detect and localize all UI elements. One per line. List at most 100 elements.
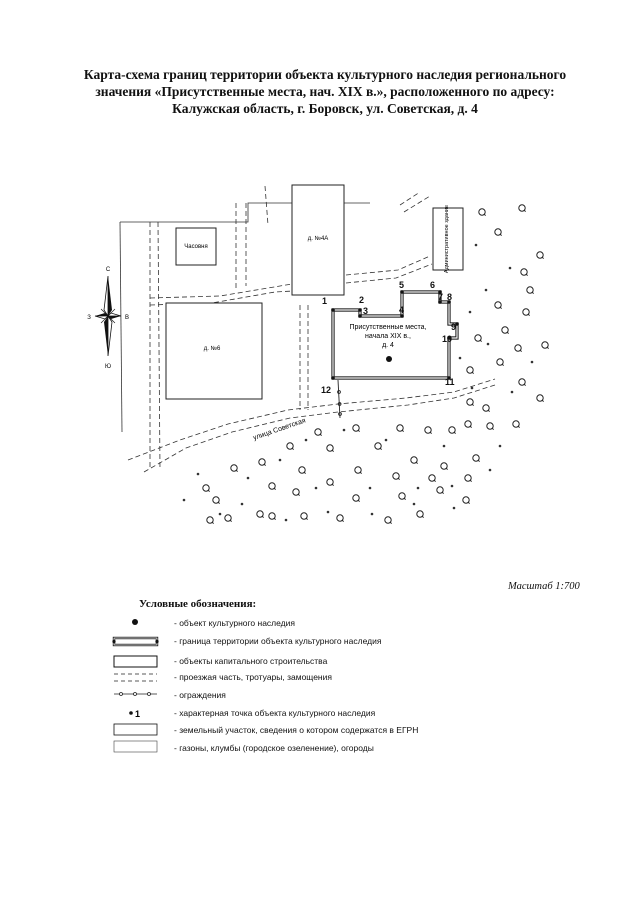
tree-symbol: [268, 512, 277, 521]
tree-symbol: [336, 514, 345, 523]
tree-symbol: [268, 482, 277, 491]
shrub-dot: [314, 486, 318, 490]
building-administrative: Административное здание: [432, 205, 464, 273]
tree-symbol: [466, 398, 475, 407]
tree-symbol: [518, 378, 527, 387]
legend-item-buildings: - объекты капитального строительства: [174, 656, 328, 666]
title-line-3: Калужская область, г. Боровск, ул. Совет…: [172, 101, 478, 116]
heritage-object-marker: [386, 356, 392, 362]
map-title: Карта-схема границ территории объекта ку…: [40, 66, 610, 117]
point-6: 6: [430, 280, 435, 290]
tree-symbol: [472, 454, 481, 463]
legend-item-heritage-object: - объект культурного наследия: [174, 618, 295, 628]
compass-w: З: [87, 315, 91, 321]
tree-symbol: [466, 366, 475, 375]
point-10: 10: [442, 334, 452, 344]
tree-symbol: [258, 458, 267, 467]
legend-item-fence: - ограждения: [174, 690, 226, 700]
tree-symbol: [286, 442, 295, 451]
legend-symbol-point: 1: [129, 709, 140, 719]
legend-symbols: 1: [112, 619, 159, 753]
building-chasovnya: Часовня: [175, 227, 217, 266]
tree-symbol: [474, 334, 483, 343]
greenery-dots: [182, 243, 534, 522]
tree-symbol: [416, 510, 425, 519]
building-d4a: д. №4А: [291, 184, 345, 296]
shrub-dot: [458, 356, 462, 360]
tree-symbol: [300, 512, 309, 521]
characteristic-points: 1 2 3 4 5 6 7 8 9 10 11 12: [321, 280, 459, 395]
tree-symbol: [464, 420, 473, 429]
legend-symbol-buildings: [113, 655, 158, 668]
tree-symbol: [494, 301, 503, 310]
label-administrative: Административное здание: [444, 205, 450, 273]
compass-rose: С Ю З В: [87, 267, 129, 370]
tree-symbol: [396, 424, 405, 433]
shrub-dot: [498, 444, 502, 448]
shrub-dot: [442, 444, 446, 448]
shrub-dot: [474, 243, 478, 247]
point-7: 7: [438, 292, 443, 302]
tree-symbol: [424, 426, 433, 435]
shrub-dot: [218, 512, 222, 516]
label-chasovnya: Часовня: [184, 244, 208, 250]
tree-symbol: [520, 268, 529, 277]
shrub-dot: [304, 438, 308, 442]
shrub-dot: [196, 472, 200, 476]
tree-symbol: [440, 462, 449, 471]
title-line-2: значения «Присутственные места, нач. XIX…: [95, 84, 555, 99]
tree-symbol: [298, 466, 307, 475]
tree-symbol: [482, 404, 491, 413]
object-label-line-1: Присутственные места,: [350, 324, 427, 331]
legend-symbol-roads: [114, 673, 157, 682]
tree-symbol: [410, 456, 419, 465]
shrub-dot: [530, 360, 534, 364]
tree-symbol: [522, 308, 531, 317]
point-12: 12: [321, 385, 331, 395]
tree-symbol: [392, 472, 401, 481]
shrub-dot: [484, 288, 488, 292]
building-d6: д. №6: [165, 302, 263, 400]
compass-s: Ю: [105, 364, 111, 370]
shrub-dot: [468, 310, 472, 314]
legend-title: Условные обозначения:: [139, 598, 257, 610]
shrub-dot: [246, 476, 250, 480]
shrub-dot: [370, 512, 374, 516]
shrub-dot: [326, 510, 330, 514]
legend-item-boundary: - граница территории объекта культурного…: [174, 636, 382, 646]
tree-symbol: [536, 394, 545, 403]
legend-symbol-fence: [114, 692, 157, 696]
shrub-dot: [486, 342, 490, 346]
object-label-line-2: начала XIX в.,: [365, 333, 411, 340]
tree-symbol: [536, 251, 545, 260]
tree-symbol: [478, 208, 487, 217]
legend-point-number: 1: [135, 709, 140, 719]
point-8: 8: [447, 292, 452, 302]
tree-symbol: [374, 442, 383, 451]
legend-item-point: - характерная точка объекта культурного …: [174, 708, 376, 718]
tree-symbol: [526, 286, 535, 295]
shrub-dot: [416, 486, 420, 490]
title-line-1: Карта-схема границ территории объекта ку…: [83, 67, 567, 82]
point-11: 11: [445, 377, 455, 387]
tree-symbol: [448, 426, 457, 435]
tree-symbol: [436, 486, 445, 495]
point-2: 2: [359, 295, 364, 305]
point-1: 1: [322, 296, 327, 306]
roads-and-sidewalks: [127, 185, 496, 473]
shrub-dot: [470, 386, 474, 390]
shrub-dot: [450, 484, 454, 488]
tree-symbol: [230, 464, 239, 473]
tree-symbol: [326, 478, 335, 487]
label-d6: д. №6: [204, 345, 221, 352]
legend-item-roads: - проезжая часть, тротуары, замощения: [174, 672, 332, 682]
tree-symbol: [256, 510, 265, 519]
fence: [337, 379, 342, 419]
tree-symbol: [384, 516, 393, 525]
tree-symbol: [314, 428, 323, 437]
shrub-dot: [452, 506, 456, 510]
legend-symbol-boundary: [112, 636, 159, 647]
compass-n: С: [106, 267, 111, 273]
tree-symbol: [352, 424, 361, 433]
